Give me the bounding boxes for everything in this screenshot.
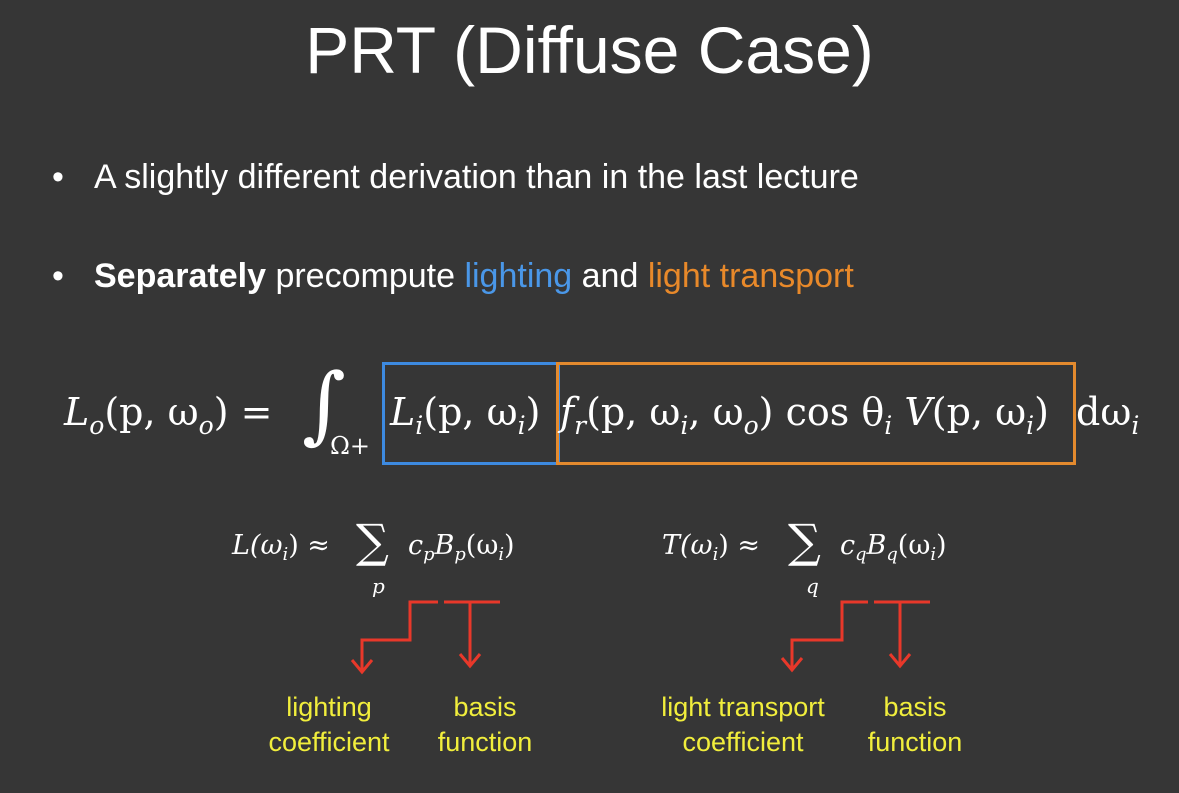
lighting-sum-index: p	[372, 574, 385, 598]
bullet-2-lighting: lighting	[464, 257, 573, 295]
bullet-dot: •	[52, 158, 64, 196]
lighting-basis-arrowhead	[458, 653, 482, 669]
bullet-1: • A slightly different derivation than in…	[52, 155, 859, 199]
bullet-2-light-transport: light transport	[647, 257, 854, 295]
differential-term: dωi	[1076, 382, 1139, 456]
eqT-c-sub: q	[855, 544, 867, 566]
eq-lhs-args-sub: o	[198, 410, 214, 440]
eq-cos: cos θ	[785, 390, 885, 434]
bullet-2-bold: Separately	[94, 257, 266, 295]
integral-symbol: ∫	[302, 355, 346, 453]
eqT-B-sub: q	[886, 544, 898, 566]
transport-coeff-line2: coefficient	[682, 727, 804, 757]
transport-sum-symbol: ∑	[788, 518, 821, 564]
lighting-expansion-rhs: cpBp(ωi)	[408, 528, 515, 573]
lighting-coefficient-label: lighting coefficient	[254, 690, 404, 760]
equation-lhs: Lo(p, ωo) =	[64, 382, 273, 456]
eq-Li-args-sub: i	[517, 410, 526, 440]
eq-fr-close: )	[758, 390, 774, 434]
eq-lhs-close: ) =	[213, 390, 273, 434]
eq-V-close: )	[1034, 390, 1049, 434]
eqL-lhs: L(ω	[232, 530, 283, 561]
eqT-lhs-close: ) ≈	[718, 530, 761, 561]
eq-Li: L	[390, 390, 416, 434]
eq-lhs-L: L	[64, 390, 90, 434]
bullet-dot: •	[52, 257, 64, 295]
eqL-B-args-sub: i	[498, 544, 505, 566]
eq-fr-w1-sub: i	[680, 410, 689, 440]
transport-basis-line1: basis	[883, 692, 947, 722]
lighting-coeff-line1: lighting	[286, 692, 372, 722]
lighting-basis-line1: basis	[453, 692, 517, 722]
eqL-sigma: ∑	[356, 514, 389, 568]
eq-fr-w2-sub: o	[743, 410, 759, 440]
eqL-B-args: (ω	[465, 530, 499, 561]
eq-V-args-sub: i	[1026, 410, 1035, 440]
light-transport-term: fr(p, ωi, ωo) cos θi V(p, ωi)	[560, 382, 1049, 456]
integral-domain: Ω+	[330, 432, 371, 460]
eq-lhs-sub: o	[89, 410, 105, 440]
eq-V: V	[904, 390, 932, 434]
eqL-c-sub: p	[423, 544, 435, 566]
bullet-2-and: and	[572, 257, 648, 295]
transport-coeff-line1: light transport	[661, 692, 825, 722]
eq-V-args: (p, ω	[931, 390, 1027, 434]
eq-fr-args: (p, ω	[586, 390, 681, 434]
eqL-c: c	[408, 530, 424, 561]
eqT-B-args: (ω	[897, 530, 931, 561]
eqT-sigma: ∑	[788, 514, 821, 568]
slide-title: PRT (Diffuse Case)	[305, 13, 874, 87]
transport-sum-index: q	[806, 574, 819, 598]
light-transport-highlight-box	[556, 362, 1076, 465]
eqL-B-close: )	[504, 530, 515, 561]
eq-d: dω	[1076, 390, 1132, 434]
eqL-lhs-close: ) ≈	[288, 530, 330, 561]
lighting-basis-line2: function	[437, 727, 533, 757]
eqT-lhs-sub: i	[712, 544, 719, 566]
eqL-lhs-sub: i	[282, 544, 289, 566]
transport-expansion-lhs: T(ωi) ≈	[662, 528, 760, 573]
bullet-1-text: A slightly different derivation than in …	[94, 158, 859, 196]
eqT-c: c	[840, 530, 856, 561]
eq-cos-sub: i	[884, 410, 893, 440]
integral-sign: ∫	[302, 362, 346, 446]
transport-coeff-arrowhead	[780, 657, 804, 673]
eqT-lhs: T(ω	[662, 530, 713, 561]
eqT-B-close: )	[936, 530, 947, 561]
transport-expansion-rhs: cqBq(ωi)	[840, 528, 947, 573]
transport-coeff-arrow	[790, 600, 868, 670]
bullet-2: • Separately precompute lighting and ligh…	[52, 254, 854, 298]
eq-Li-sub: i	[415, 410, 424, 440]
eqL-B-sub: p	[454, 544, 466, 566]
eq-lhs-args: (p, ω	[104, 390, 199, 434]
eqT-B: B	[866, 530, 887, 561]
eq-Li-args: (p, ω	[423, 390, 518, 434]
eq-fr-sub: r	[574, 410, 587, 440]
lighting-basis-function-label: basis function	[420, 690, 550, 760]
eq-Li-close: )	[525, 390, 541, 434]
lighting-coeff-arrowhead	[350, 659, 374, 675]
transport-basis-line2: function	[867, 727, 963, 757]
lighting-coeff-arrow	[360, 600, 438, 672]
lighting-coeff-line2: coefficient	[268, 727, 390, 757]
eqL-B: B	[434, 530, 455, 561]
eq-d-sub: i	[1131, 410, 1140, 440]
lighting-sum-symbol: ∑	[356, 518, 389, 564]
incident-radiance-term: Li(p, ωi)	[390, 382, 540, 456]
transport-coefficient-label: light transport coefficient	[640, 690, 846, 760]
eqT-B-args-sub: i	[930, 544, 937, 566]
transport-basis-arrowhead	[888, 653, 912, 669]
eq-fr: f	[560, 390, 575, 434]
eq-fr-mid: , ω	[688, 390, 744, 434]
lighting-expansion-lhs: L(ωi) ≈	[232, 528, 330, 573]
bullet-2-text-a: precompute	[266, 257, 465, 295]
transport-basis-function-label: basis function	[850, 690, 980, 760]
